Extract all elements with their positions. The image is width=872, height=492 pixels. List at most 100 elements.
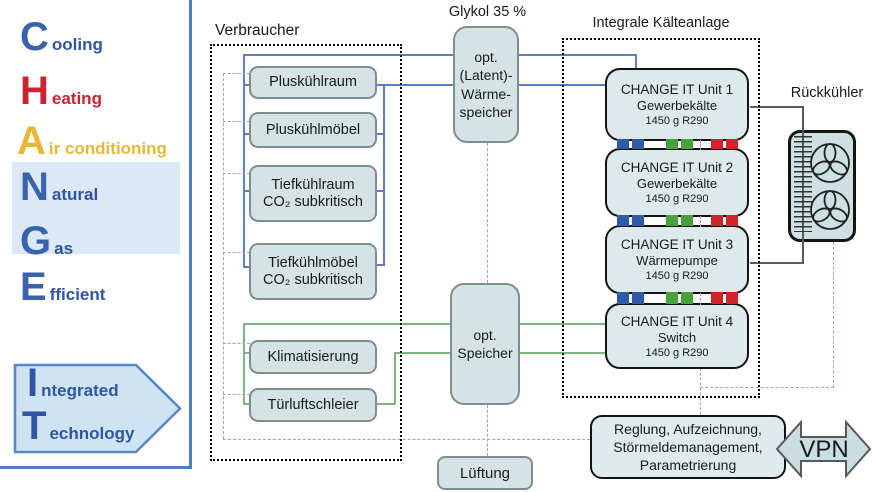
blue-stub-right-3	[377, 190, 385, 192]
storage-line: Speicher	[457, 345, 513, 361]
unit-function: Switch	[657, 329, 697, 345]
fan-icon	[810, 143, 850, 183]
unit-function: Wärmepumpe	[636, 253, 718, 268]
consumer-box-pluskuehlmoebel: Pluskühlmöbel	[249, 112, 377, 148]
control-line: Störmeldemanagement,	[613, 439, 763, 455]
purple-storage-link-lower	[487, 405, 488, 456]
optional-storage-box: opt. Speicher	[450, 283, 520, 405]
blue-line-left-vertical	[243, 54, 245, 267]
latent-storage-line: (Latent)-	[459, 67, 513, 83]
it-arrow-shape	[13, 363, 182, 454]
blue-stub-left-1	[243, 84, 251, 86]
verbraucher-title: Verbraucher	[215, 22, 300, 39]
change-it-unit-1: CHANGE IT Unit 1 Gewerbekälte 1450 g R29…	[605, 68, 749, 141]
purple-recooler-vertical	[833, 242, 834, 388]
unit-refrigerant: 1450 g R290	[645, 193, 709, 205]
unit-name: CHANGE IT Unit 3	[620, 237, 734, 252]
consumer-box-tuerluftschleier: Türluftschleier	[249, 388, 377, 422]
latent-storage-line: Wärme-	[461, 85, 511, 102]
kaelteanlage-frame	[562, 38, 760, 398]
storage-line: opt.	[473, 326, 497, 343]
purple-storage-link-upper	[487, 143, 488, 283]
vpn-label: VPN	[799, 436, 849, 463]
brand-row-heating: H eating	[20, 69, 102, 113]
purple-stub-6	[223, 394, 250, 395]
blue-line-right-vertical	[383, 84, 385, 265]
brand-row-air-conditioning: A ir conditioning	[17, 119, 167, 163]
unit-function: Gewerbekälte	[636, 98, 718, 113]
heat-exchanger-fins	[794, 136, 812, 232]
purple-recooler-horizontal	[700, 387, 834, 388]
consumer-label: Tiefkühlraum	[271, 176, 355, 193]
purple-unit-bus-gap2	[700, 216, 701, 227]
word-integrated: ntegrated	[41, 381, 119, 400]
brand-row-cooling: C ooling	[20, 15, 103, 59]
blue-line-drop-to-unit1	[635, 54, 637, 68]
blue-stub-right-4	[377, 264, 385, 266]
consumer-label: Türluftschleier	[267, 396, 359, 413]
change-it-unit-4: CHANGE IT Unit 4 Switch 1450 g R290	[605, 303, 749, 369]
word-technology: echnology	[49, 424, 135, 443]
unit-name: CHANGE IT Unit 4	[620, 313, 734, 329]
letter-a: A	[17, 119, 46, 163]
letter-c: C	[20, 15, 49, 59]
purple-unit-bus-gap3	[700, 293, 701, 305]
letter-e: E	[20, 265, 47, 309]
word-air-conditioning: ir conditioning	[48, 139, 167, 158]
consumer-label: Pluskühlraum	[269, 74, 357, 90]
purple-verbraucher-vertical	[223, 73, 224, 439]
unit-name: CHANGE IT Unit 1	[620, 82, 734, 97]
purple-unit4-to-control	[700, 368, 701, 415]
word-efficient: fficient	[49, 285, 106, 304]
consumer-sublabel: CO₂ subkritisch	[263, 193, 363, 210]
brand-panel-border-right	[189, 0, 192, 469]
kaelteanlage-title: Integrale Kälteanlage	[592, 15, 730, 31]
word-gas: as	[54, 239, 74, 258]
green-line-left-vertical	[243, 323, 245, 404]
consumer-sublabel: CO₂ subkritisch	[263, 271, 363, 288]
green-stub-tuerluftschleier	[243, 403, 251, 405]
purple-stub-5	[223, 343, 250, 344]
unit-refrigerant: 1450 g R290	[645, 346, 709, 359]
letter-g: G	[20, 219, 52, 263]
verbraucher-frame	[210, 44, 402, 461]
consumer-box-tiefkuehlmoebel: Tiefkühlmöbel CO₂ subkritisch	[249, 243, 377, 300]
unit-refrigerant: 1450 g R290	[645, 270, 709, 282]
green-line-return-stub	[377, 403, 395, 405]
green-line-top-horizontal	[243, 323, 605, 325]
control-line: Parametrierung	[639, 457, 737, 473]
unit-refrigerant: 1450 g R290	[645, 115, 709, 127]
unit-name: CHANGE IT Unit 2	[620, 160, 734, 175]
latent-heat-storage-box: opt. (Latent)- Wärme- speicher	[453, 26, 519, 143]
blue-stub-left-4	[243, 266, 251, 268]
consumer-box-tiefkuehlraum: Tiefkühlraum CO₂ subkritisch	[249, 165, 377, 222]
purple-stub-3	[223, 173, 250, 174]
purple-stub-2	[223, 121, 250, 122]
natural-gas-highlight-band	[12, 162, 180, 254]
consumer-label: Pluskühlmöbel	[265, 121, 361, 138]
change-it-unit-3: CHANGE IT Unit 3 Wärmepumpe 1450 g R290	[605, 225, 749, 294]
consumer-box-pluskuehlraum: Pluskühlraum	[249, 66, 377, 99]
control-line: Reglung, Aufzeichnung,	[614, 421, 762, 437]
gray-line-unit1-to-recooler	[750, 106, 804, 108]
brand-row-natural: N atural	[20, 165, 98, 209]
recooler-fans	[810, 143, 850, 230]
consumer-box-klimatisierung: Klimatisierung	[249, 340, 377, 374]
fan-icon	[810, 190, 850, 230]
ventilation-box: Lüftung	[437, 456, 533, 490]
latent-storage-line: speicher	[459, 104, 513, 120]
purple-stub-1	[223, 73, 250, 74]
vpn-arrow-shape	[775, 419, 872, 479]
ventilation-label: Lüftung	[459, 464, 511, 482]
blue-line-top-horizontal	[243, 54, 635, 56]
change-it-unit-2: CHANGE IT Unit 2 Gewerbekälte 1450 g R29…	[605, 148, 749, 217]
letter-h: H	[20, 69, 49, 113]
letter-t: T	[22, 404, 47, 448]
blue-stub-left-3	[243, 190, 251, 192]
blue-stub-right-2	[377, 133, 385, 135]
recooler-title: Rückkühler	[790, 85, 864, 101]
glykol-label: Glykol 35 %	[448, 4, 527, 20]
brand-row-efficient: E fficient	[20, 265, 106, 309]
letter-n: N	[20, 165, 49, 209]
